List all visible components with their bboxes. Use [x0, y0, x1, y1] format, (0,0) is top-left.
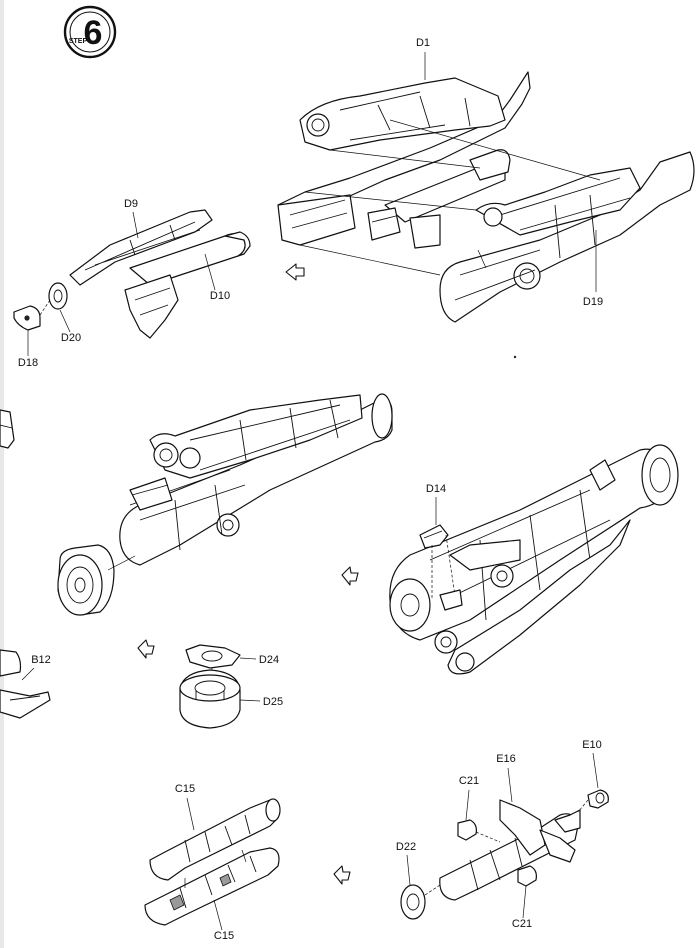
part-label-c15-bottom: C15 — [214, 930, 234, 942]
carriage-assembly-exploded — [277, 71, 695, 323]
part-label-d18: D18 — [18, 357, 38, 369]
part-label-b12: B12 — [31, 654, 51, 666]
leader-b12 — [21, 667, 35, 681]
print-speck — [513, 355, 517, 359]
leader-e16 — [507, 767, 513, 803]
part-label-c21-bottom: C21 — [512, 918, 532, 930]
leader-d10 — [204, 253, 216, 291]
drum-parts — [179, 644, 241, 729]
assembled-carriage-middle — [57, 393, 393, 616]
flow-arrow-1 — [285, 263, 305, 281]
leader-c21-bottom — [522, 885, 527, 919]
page-edge — [0, 0, 4, 948]
part-label-d9: D9 — [124, 198, 138, 210]
part-label-d19: D19 — [583, 296, 603, 308]
flow-arrow-3 — [341, 566, 359, 586]
part-label-d20: D20 — [61, 332, 81, 344]
c15-halves — [144, 798, 281, 926]
cropped-fragment-left — [0, 409, 51, 719]
part-label-d24: D24 — [259, 654, 279, 666]
recoil-assembly — [400, 789, 609, 920]
leader-d22 — [406, 854, 411, 886]
step-label: STEP — [69, 38, 88, 45]
part-label-d1: D1 — [416, 37, 430, 49]
barrel-subassembly-top — [13, 209, 251, 339]
part-label-e16: E16 — [496, 753, 516, 765]
leader-d20 — [59, 309, 71, 333]
leader-c15-bottom — [213, 899, 223, 931]
leader-d24 — [239, 657, 257, 660]
flow-arrow-4 — [333, 865, 351, 885]
leader-d25 — [239, 699, 261, 702]
step-badge: 6 STEP — [63, 5, 117, 59]
part-label-d22: D22 — [396, 841, 416, 853]
part-label-c15-top: C15 — [175, 783, 195, 795]
leader-e10 — [592, 752, 599, 789]
step-number: 6 — [84, 14, 103, 52]
part-label-d14: D14 — [426, 483, 446, 495]
flow-arrow-2 — [137, 639, 155, 659]
leader-c15-top — [186, 797, 195, 831]
assembled-carriage-rear — [389, 444, 679, 675]
part-label-d10: D10 — [210, 290, 230, 302]
part-label-c21-top: C21 — [459, 775, 479, 787]
leader-d9 — [132, 211, 139, 239]
leader-c21-top — [465, 789, 470, 821]
part-label-e10: E10 — [582, 739, 602, 751]
part-label-d25: D25 — [263, 696, 283, 708]
